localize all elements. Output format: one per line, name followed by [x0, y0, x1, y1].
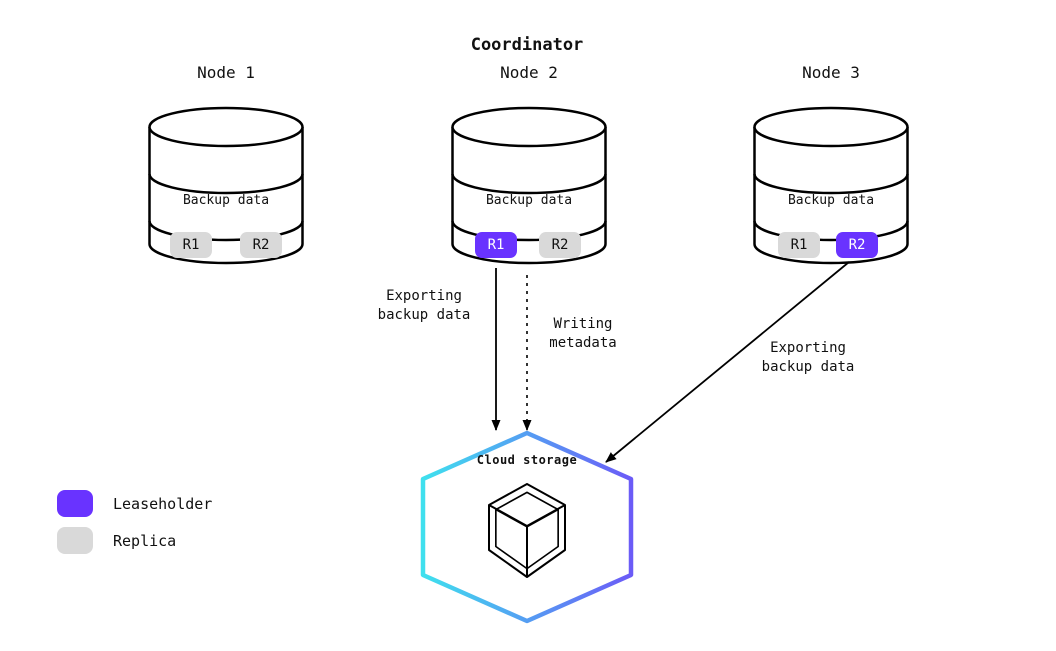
node-1-replica-r1-badge: R1: [170, 232, 212, 258]
leaseholder-legend-label: Leaseholder: [113, 494, 213, 513]
node-3-backup-data-label: Backup data: [787, 193, 875, 208]
metadata-label: Writing metadata: [549, 316, 617, 351]
node-2-leaseholder-r1-badge: R1: [475, 232, 517, 258]
cube-icon: [488, 483, 566, 578]
cloud-storage-label: Cloud storage: [476, 453, 578, 467]
database-cylinder-icon: [451, 106, 607, 265]
legend-item-replica: Replica: [57, 527, 176, 554]
node-2-replica-r2-badge: R2: [539, 232, 581, 258]
node-1-backup-data-label: Backup data: [182, 193, 270, 208]
leaseholder-swatch-icon: [57, 490, 93, 517]
replica-swatch-icon: [57, 527, 93, 554]
node-3-database: Backup data R1 R2: [752, 105, 910, 265]
database-cylinder-icon: [148, 106, 304, 265]
replica-legend-label: Replica: [113, 531, 177, 550]
legend-item-leaseholder: Leaseholder: [57, 490, 212, 517]
node-1-database: Backup data R1 R2: [147, 105, 305, 265]
node-3-replica-r1-badge: R1: [778, 232, 820, 258]
node-1-replica-r2-badge: R2: [240, 232, 282, 258]
node-2-database: Backup data R1 R2: [450, 105, 608, 265]
node-2-backup-data-label: Backup data: [485, 193, 573, 208]
export-label-node2: Exporting backup data: [377, 288, 471, 323]
node-1-label: Node 1: [197, 63, 255, 82]
node-3-label: Node 3: [802, 63, 860, 82]
coordinator-title: Coordinator: [470, 35, 584, 55]
database-cylinder-icon: [753, 106, 909, 265]
node-3-leaseholder-r2-badge: R2: [836, 232, 878, 258]
export-label-node3: Exporting backup data: [761, 340, 855, 375]
node-2-label: Node 2: [500, 63, 558, 82]
